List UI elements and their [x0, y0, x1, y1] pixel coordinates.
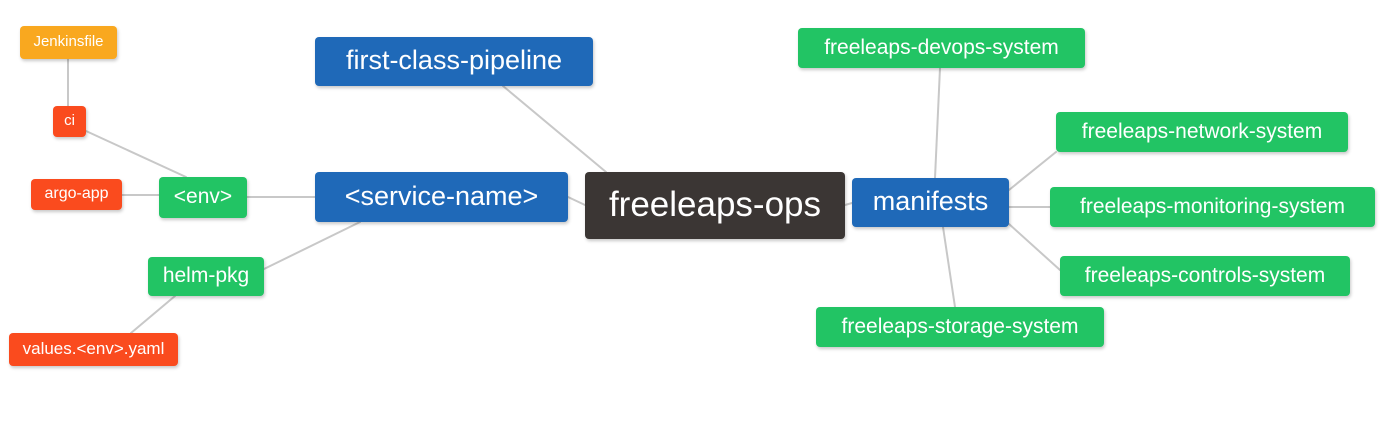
node-label-first-class-pipeline: first-class-pipeline — [345, 45, 563, 75]
node-service-name[interactable]: <service-name> — [315, 172, 568, 222]
edge-helm-values — [130, 295, 176, 334]
edge-manifests-storage — [942, 226, 956, 308]
node-label-ci: ci — [64, 112, 75, 129]
node-label-values-env-yaml: values.<env>.yaml — [22, 339, 165, 358]
node-freeleaps-monitoring-system[interactable]: freeleaps-monitoring-system — [1050, 187, 1375, 227]
node-label-freeleaps-controls-system: freeleaps-controls-system — [1084, 263, 1326, 287]
edge-manifests-devops — [934, 67, 941, 179]
node-values-env-yaml[interactable]: values.<env>.yaml — [9, 333, 178, 366]
edge-ops-manifests — [844, 202, 853, 206]
edge-ops-service — [567, 196, 586, 206]
node-label-freeleaps-network-system: freeleaps-network-system — [1081, 119, 1323, 143]
node-freeleaps-ops[interactable]: freeleaps-ops — [585, 172, 845, 239]
node-label-jenkinsfile: Jenkinsfile — [33, 33, 104, 50]
node-label-freeleaps-devops-system: freeleaps-devops-system — [824, 35, 1059, 59]
node-label-env: <env> — [173, 185, 233, 208]
node-argo-app[interactable]: argo-app — [31, 179, 122, 210]
node-label-manifests: manifests — [872, 186, 989, 216]
edge-service-helm — [263, 221, 361, 270]
edge-manifests-network — [1008, 151, 1057, 191]
edges-group — [67, 58, 1061, 334]
node-env[interactable]: <env> — [159, 177, 247, 218]
node-freeleaps-storage-system[interactable]: freeleaps-storage-system — [816, 307, 1104, 347]
node-label-argo-app: argo-app — [44, 184, 109, 202]
node-label-helm-pkg: helm-pkg — [162, 264, 250, 287]
node-label-freeleaps-ops: freeleaps-ops — [608, 185, 822, 224]
edge-manifests-controls — [1008, 223, 1061, 271]
node-ci[interactable]: ci — [53, 106, 86, 137]
node-jenkinsfile[interactable]: Jenkinsfile — [20, 26, 117, 59]
node-freeleaps-devops-system[interactable]: freeleaps-devops-system — [798, 28, 1085, 68]
node-freeleaps-network-system[interactable]: freeleaps-network-system — [1056, 112, 1348, 152]
node-label-freeleaps-monitoring-system: freeleaps-monitoring-system — [1080, 194, 1345, 218]
edge-env-ci — [85, 130, 187, 178]
edge-ops-pipeline — [502, 85, 607, 173]
node-helm-pkg[interactable]: helm-pkg — [148, 257, 264, 296]
node-freeleaps-controls-system[interactable]: freeleaps-controls-system — [1060, 256, 1350, 296]
node-label-freeleaps-storage-system: freeleaps-storage-system — [841, 314, 1079, 338]
node-label-service-name: <service-name> — [344, 180, 539, 211]
node-manifests[interactable]: manifests — [852, 178, 1009, 227]
node-first-class-pipeline[interactable]: first-class-pipeline — [315, 37, 593, 86]
